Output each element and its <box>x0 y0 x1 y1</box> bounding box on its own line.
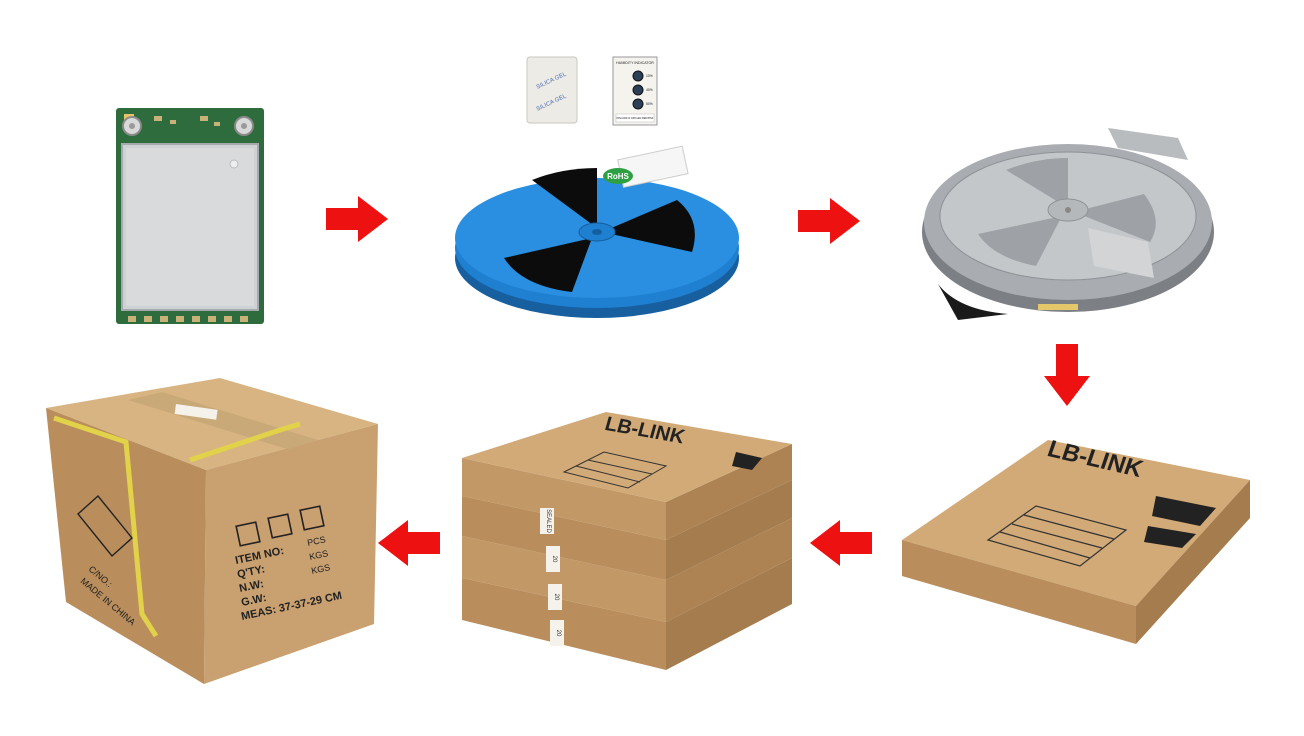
arrow-right-icon <box>798 198 860 244</box>
carton-mark-nw: N.W: <box>238 578 265 595</box>
step-foil-bag <box>918 124 1218 320</box>
arrow-right-1 <box>326 196 388 242</box>
arrow-left-1 <box>810 520 872 566</box>
carton-unit-pcs: PCS <box>306 534 326 548</box>
humidity-level-1: 10% <box>646 74 653 78</box>
humidity-level-2: 40% <box>646 88 653 92</box>
carton-mark-gw: G.W: <box>240 592 267 609</box>
carton-unit-kgs-2: KGS <box>310 562 331 576</box>
box-label-3: 20 <box>553 594 559 601</box>
desiccant-icon: SILICA GEL SILICA GEL <box>526 56 578 124</box>
arrow-right-2 <box>798 198 860 244</box>
arrow-right-icon <box>326 196 388 242</box>
step-master-carton: C/NO.: MADE IN CHINA ITEM NO: Q'TY: N.W:… <box>40 374 384 690</box>
humidity-level-3: 50% <box>646 102 653 106</box>
box-label-4: 20 <box>555 630 561 637</box>
box-label-2: 20 <box>551 556 557 563</box>
humidity-card-footer: DISCARD IF CIRCLED RED/PINK <box>617 117 654 120</box>
humidity-indicator-card: HUMIDITY INDICATOR 10% 40% 50% DISCARD I… <box>612 56 658 126</box>
humidity-card-title: HUMIDITY INDICATOR <box>616 61 654 65</box>
carton-unit-kgs-1: KGS <box>308 548 329 562</box>
arrow-left-icon <box>810 520 872 566</box>
arrow-left-icon <box>378 520 440 566</box>
master-carton-icon: C/NO.: MADE IN CHINA ITEM NO: Q'TY: N.W:… <box>46 378 378 684</box>
tape-reel-icon: RoHS <box>455 145 739 318</box>
arrow-left-2 <box>378 520 440 566</box>
foil-bag-icon <box>922 128 1214 320</box>
step-inner-box: LB-LINK <box>900 436 1252 648</box>
arrow-down-1 <box>1044 344 1090 406</box>
humidity-card-icon: HUMIDITY INDICATOR 10% 40% 50% DISCARD I… <box>612 56 658 126</box>
step-tape-reel: RoHS <box>452 140 742 322</box>
carton-mark-qty: Q'TY: <box>236 563 266 581</box>
box-label-1: SEALED <box>545 509 551 533</box>
rohs-label: RoHS <box>607 172 629 181</box>
step-box-stack: LB-LINK SEALED 20 20 20 <box>456 408 796 678</box>
arrow-down-icon <box>1044 344 1090 406</box>
box-stack-icon: LB-LINK SEALED 20 20 20 <box>462 412 792 670</box>
wifi-module-icon <box>116 108 264 324</box>
step-wifi-module <box>110 104 270 328</box>
inner-box-icon: LB-LINK <box>902 436 1250 644</box>
silica-gel-pack: SILICA GEL SILICA GEL <box>526 56 578 124</box>
